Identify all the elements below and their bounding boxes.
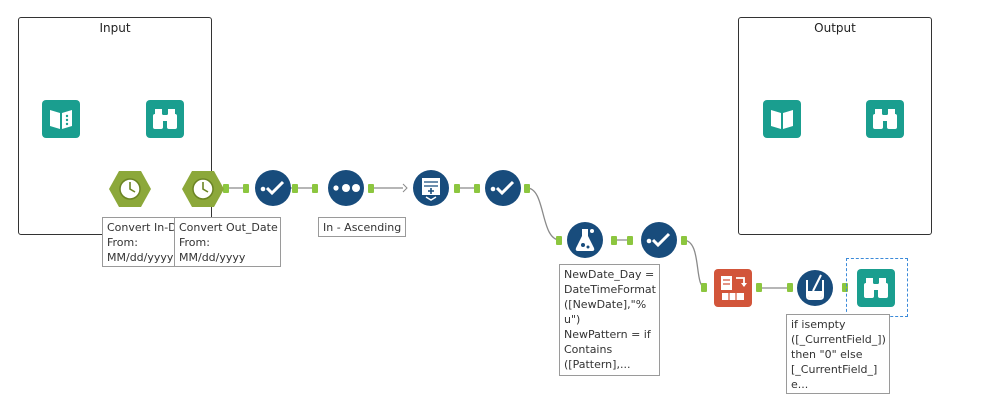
multi-field-formula-tool[interactable]: [796, 269, 834, 307]
annotation-convert-out: Convert Out_Date From: MM/dd/yyyy: [174, 217, 281, 267]
datetime-tool-in[interactable]: [108, 170, 152, 208]
input-data-tool-output[interactable]: [763, 100, 801, 138]
input-data-tool[interactable]: [42, 100, 80, 138]
clock-icon: [182, 171, 224, 207]
check-icon: [255, 170, 291, 206]
formula-tool[interactable]: [566, 221, 604, 259]
browse-tool-input[interactable]: [146, 100, 184, 138]
flask-icon: [567, 222, 603, 258]
annotation-formula: NewDate_Day = DateTimeFormat ([NewDate],…: [559, 264, 660, 376]
check-icon: [641, 222, 677, 258]
browse-tool-output[interactable]: [866, 100, 904, 138]
binoculars-icon: [146, 100, 184, 138]
select-tool-1[interactable]: [254, 169, 292, 207]
annotation-convert-in: Convert In-Da From: MM/dd/yyyy: [102, 217, 178, 267]
annotation-sort: In - Ascending: [318, 217, 406, 237]
output-container-title: Output: [814, 21, 856, 35]
check-icon: [485, 170, 521, 206]
beaker-icon: [797, 270, 833, 306]
select-tool-2[interactable]: [484, 169, 522, 207]
datetime-tool-out[interactable]: [181, 170, 225, 208]
clock-icon: [109, 171, 151, 207]
book-icon: [42, 100, 80, 138]
transpose-tool[interactable]: [714, 269, 752, 307]
annotation-multi-field: if isempty ([_CurrentField_]) then "0" e…: [786, 314, 890, 394]
dots-icon: [328, 170, 364, 206]
input-container-title: Input: [99, 21, 131, 35]
browse-tool-final[interactable]: [857, 269, 895, 307]
sort-tool[interactable]: [327, 169, 365, 207]
select-tool-3[interactable]: [640, 221, 678, 259]
plus-box-icon: [413, 170, 449, 206]
generate-rows-tool[interactable]: [412, 169, 450, 207]
binoculars-icon: [866, 100, 904, 138]
book-icon: [763, 100, 801, 138]
grid-arrows-icon: [714, 269, 752, 307]
binoculars-icon: [857, 269, 895, 307]
